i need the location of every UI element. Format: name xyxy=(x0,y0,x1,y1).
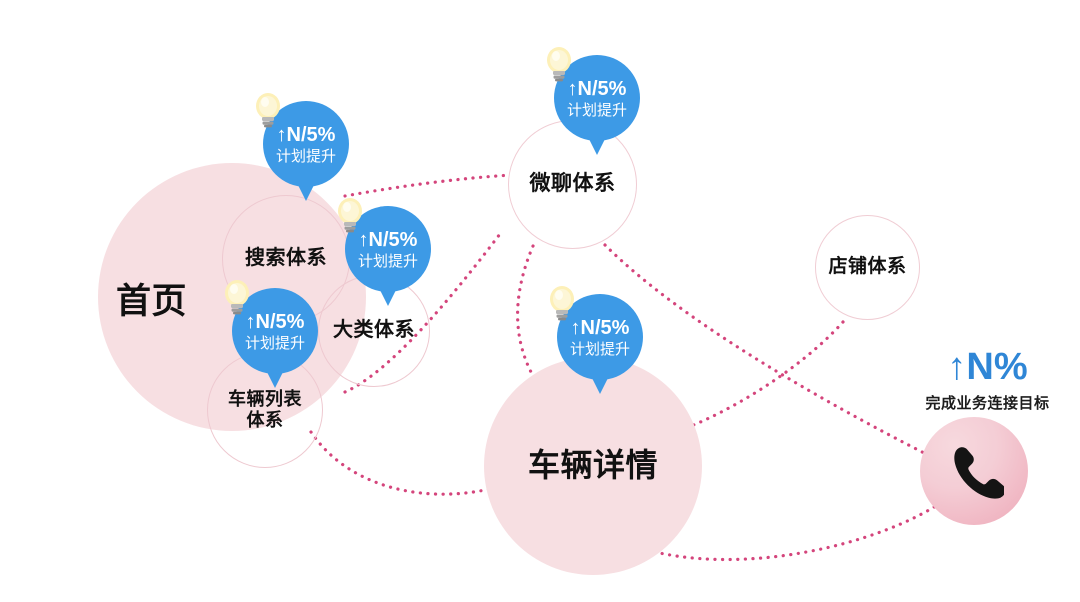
badge-chat[interactable]: ↑N/5% 计划提升 xyxy=(547,47,640,155)
lightbulb-icon xyxy=(333,196,367,234)
badge-sub-text: 计划提升 xyxy=(357,252,418,270)
badge-main-text: ↑N/5% xyxy=(358,228,418,251)
goal-subtitle: 完成业务连接目标 xyxy=(925,395,1050,412)
lightbulb-icon xyxy=(251,91,285,129)
badge-sub-text: 计划提升 xyxy=(275,147,336,165)
node-phone-goal[interactable] xyxy=(920,417,1028,525)
badge-main-text: ↑N/5% xyxy=(276,123,336,146)
badge-sub-text: 计划提升 xyxy=(569,340,630,358)
badge-main-text: ↑N/5% xyxy=(570,316,630,339)
badge-bubble: ↑N/5% 计划提升 xyxy=(232,288,318,374)
node-chat-label: 微聊体系 xyxy=(529,172,616,196)
badge-main-text: ↑N/5% xyxy=(245,310,305,333)
lightbulb-icon xyxy=(220,278,254,316)
badge-bubble: ↑N/5% 计划提升 xyxy=(554,55,640,141)
node-home-label: 首页 xyxy=(116,282,188,321)
badge-main-text: ↑N/5% xyxy=(567,77,627,100)
badge-search[interactable]: ↑N/5% 计划提升 xyxy=(256,93,349,201)
node-carlist[interactable]: 车辆列表 体系 xyxy=(207,352,323,468)
goal-headline: ↑N% xyxy=(947,346,1028,388)
badge-sub-text: 计划提升 xyxy=(244,334,305,352)
connector-carlist-to-detail xyxy=(309,430,500,496)
badge-category[interactable]: ↑N/5% 计划提升 xyxy=(338,198,431,306)
badge-bubble: ↑N/5% 计划提升 xyxy=(557,294,643,380)
connector-search-to-chat xyxy=(343,173,514,198)
badge-bubble: ↑N/5% 计划提升 xyxy=(263,101,349,187)
node-category-label: 大类体系 xyxy=(333,319,415,342)
node-detail-label: 车辆详情 xyxy=(527,447,658,484)
lightbulb-icon xyxy=(542,45,576,83)
node-shop-label: 店铺体系 xyxy=(828,256,907,278)
node-carlist-label: 车辆列表 体系 xyxy=(228,388,302,430)
node-detail[interactable]: 车辆详情 xyxy=(484,357,702,575)
phone-handset-icon xyxy=(944,441,1004,501)
badge-carlist[interactable]: ↑N/5% 计划提升 xyxy=(225,280,318,388)
node-shop[interactable]: 店铺体系 xyxy=(815,215,920,320)
goal-block: ↑N% 完成业务连接目标 xyxy=(895,348,1080,413)
badge-bubble: ↑N/5% 计划提升 xyxy=(345,206,431,292)
lightbulb-icon xyxy=(545,284,579,322)
node-chat[interactable]: 微聊体系 xyxy=(508,120,637,249)
node-search-label: 搜索体系 xyxy=(245,247,327,270)
badge-sub-text: 计划提升 xyxy=(566,101,627,119)
badge-detail[interactable]: ↑N/5% 计划提升 xyxy=(550,286,643,394)
